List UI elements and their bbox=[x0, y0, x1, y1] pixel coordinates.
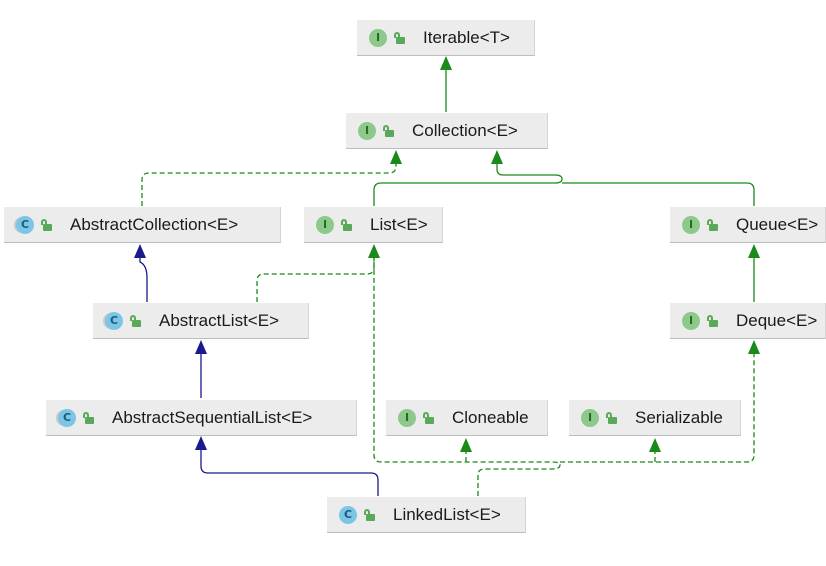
node-cloneable[interactable]: I Cloneable bbox=[386, 400, 548, 436]
node-label: Iterable<T> bbox=[423, 27, 510, 47]
public-lock-icon bbox=[605, 411, 617, 424]
node-collection[interactable]: I Collection<E> bbox=[346, 113, 548, 149]
node-deque[interactable]: I Deque<E> bbox=[670, 303, 826, 339]
node-label: Cloneable bbox=[452, 407, 529, 427]
node-label: AbstractSequentialList<E> bbox=[112, 407, 313, 427]
node-abstract-sequential-list[interactable]: C AbstractSequentialList<E> bbox=[46, 400, 357, 436]
interface-badge-icon: I bbox=[316, 215, 334, 234]
arrowhead-abstractsequentiallist bbox=[195, 436, 207, 450]
node-queue[interactable]: I Queue<E> bbox=[670, 207, 826, 243]
node-iterable[interactable]: I Iterable<T> bbox=[357, 20, 535, 56]
arrowhead-iterable bbox=[440, 56, 452, 70]
arrowhead-collection-right bbox=[491, 150, 503, 164]
interface-badge-icon: I bbox=[682, 215, 700, 234]
arrowhead-serializable bbox=[649, 438, 661, 452]
node-label: Serializable bbox=[635, 407, 723, 427]
node-label: Queue<E> bbox=[736, 214, 819, 234]
node-abstract-list[interactable]: C AbstractList<E> bbox=[93, 303, 309, 339]
edge-linkedlist-to-serializable-deque bbox=[560, 354, 755, 463]
edge-linkedlist-to-list bbox=[373, 258, 561, 496]
abstract-class-badge-icon: C bbox=[58, 408, 76, 427]
node-linked-list[interactable]: C LinkedList<E> bbox=[327, 497, 526, 533]
arrowhead-list bbox=[368, 244, 380, 258]
edge-list-to-collection bbox=[373, 164, 563, 206]
arrowhead-cloneable bbox=[460, 438, 472, 452]
interface-badge-icon: I bbox=[398, 408, 416, 427]
node-label: List<E> bbox=[370, 214, 428, 234]
arrowhead-abstractlist bbox=[195, 340, 207, 354]
public-lock-icon bbox=[393, 31, 405, 44]
interface-badge-icon: I bbox=[358, 121, 376, 140]
arrowhead-collection-left bbox=[390, 150, 402, 164]
public-lock-icon bbox=[363, 508, 375, 521]
edge-abstractcollection-to-collection bbox=[141, 164, 397, 206]
arrowhead-queue bbox=[748, 244, 760, 258]
node-label: Collection<E> bbox=[412, 120, 518, 140]
node-abstract-collection[interactable]: C AbstractCollection<E> bbox=[4, 207, 281, 243]
edge-abstractlist-to-abstractcollection bbox=[139, 258, 148, 302]
public-lock-icon bbox=[340, 218, 352, 231]
node-label: LinkedList<E> bbox=[393, 504, 501, 524]
node-label: AbstractCollection<E> bbox=[70, 214, 239, 234]
interface-badge-icon: I bbox=[682, 311, 700, 330]
abstract-class-badge-icon: C bbox=[105, 311, 123, 330]
public-lock-icon bbox=[129, 314, 141, 327]
public-lock-icon bbox=[706, 314, 718, 327]
interface-badge-icon: I bbox=[581, 408, 599, 427]
public-lock-icon bbox=[422, 411, 434, 424]
abstract-class-badge-icon: C bbox=[16, 215, 34, 234]
interface-badge-icon: I bbox=[369, 28, 387, 47]
node-list[interactable]: I List<E> bbox=[304, 207, 443, 243]
public-lock-icon bbox=[382, 124, 394, 137]
edge-queue-to-collection bbox=[562, 182, 755, 206]
node-serializable[interactable]: I Serializable bbox=[569, 400, 741, 436]
public-lock-icon bbox=[82, 411, 94, 424]
node-label: Deque<E> bbox=[736, 310, 818, 330]
class-badge-icon: C bbox=[339, 505, 357, 524]
public-lock-icon bbox=[706, 218, 718, 231]
public-lock-icon bbox=[40, 218, 52, 231]
edge-abstractlist-to-list bbox=[256, 258, 375, 302]
arrowhead-abstractcollection bbox=[134, 244, 146, 258]
node-label: AbstractList<E> bbox=[159, 310, 280, 330]
edge-linkedlist-to-abstractsequentiallist bbox=[200, 450, 379, 496]
arrowhead-deque bbox=[748, 340, 760, 354]
